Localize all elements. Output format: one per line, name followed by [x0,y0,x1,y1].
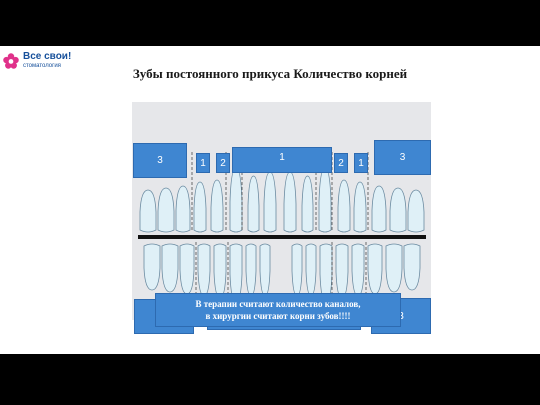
upper-tooth-14 [371,185,387,233]
upper-premolar-second-right-label: 2 [334,153,348,173]
upper-tooth-9 [283,171,297,233]
upper-premolar-second-left-label: 2 [216,153,230,173]
note-box: В терапии считают количество каналов, в … [155,293,401,327]
slide-title: Зубы постоянного прикуса Количество корн… [132,66,408,81]
slide: Все свои! стоматология Зубы постоянного … [0,46,540,354]
occlusal-line [138,235,426,239]
upper-tooth-8 [263,171,277,233]
lower-tooth-16 [403,243,421,291]
note-line-1: В терапии считают количество каналов, [195,299,361,309]
lower-tooth-1 [143,243,161,291]
logo: Все свои! стоматология [0,50,80,74]
upper-molars-right-label: 3 [374,140,431,175]
lower-tooth-2 [161,243,179,293]
upper-tooth-10 [301,175,314,233]
lower-tooth-8 [259,243,271,297]
upper-premolar-first-right-label: 1 [354,153,368,173]
upper-tooth-1 [139,189,157,233]
logo-subtitle: стоматология [23,63,61,69]
upper-tooth-5 [210,179,224,233]
lower-tooth-13 [351,243,365,297]
lower-tooth-5 [213,243,227,299]
logo-name: Все свои! [23,51,72,62]
upper-molars-left-label: 3 [133,143,187,178]
upper-tooth-15 [389,187,407,233]
lower-tooth-14 [367,243,383,295]
lower-tooth-7 [245,243,257,297]
teeth-diagram [132,102,431,320]
upper-tooth-12 [337,179,351,233]
lower-tooth-10 [305,243,317,297]
upper-front-teeth-label: 1 [232,147,332,173]
upper-tooth-16 [407,189,425,233]
upper-tooth-13 [353,181,367,233]
upper-tooth-7 [247,175,260,233]
lower-tooth-9 [291,243,303,297]
upper-premolar-first-left-label: 1 [196,153,210,173]
upper-tooth-6 [229,167,243,233]
teeth-drawing [138,152,426,303]
flower-icon [3,53,19,69]
upper-tooth-4 [193,181,207,233]
lower-tooth-4 [197,243,211,297]
lower-tooth-3 [179,243,195,295]
upper-tooth-3 [175,185,191,233]
upper-tooth-2 [157,187,175,233]
lower-tooth-12 [335,243,349,299]
lower-tooth-15 [385,243,403,293]
upper-tooth-11 [318,167,332,233]
note-line-2: в хирургии считают корни зубов!!!! [205,311,351,321]
